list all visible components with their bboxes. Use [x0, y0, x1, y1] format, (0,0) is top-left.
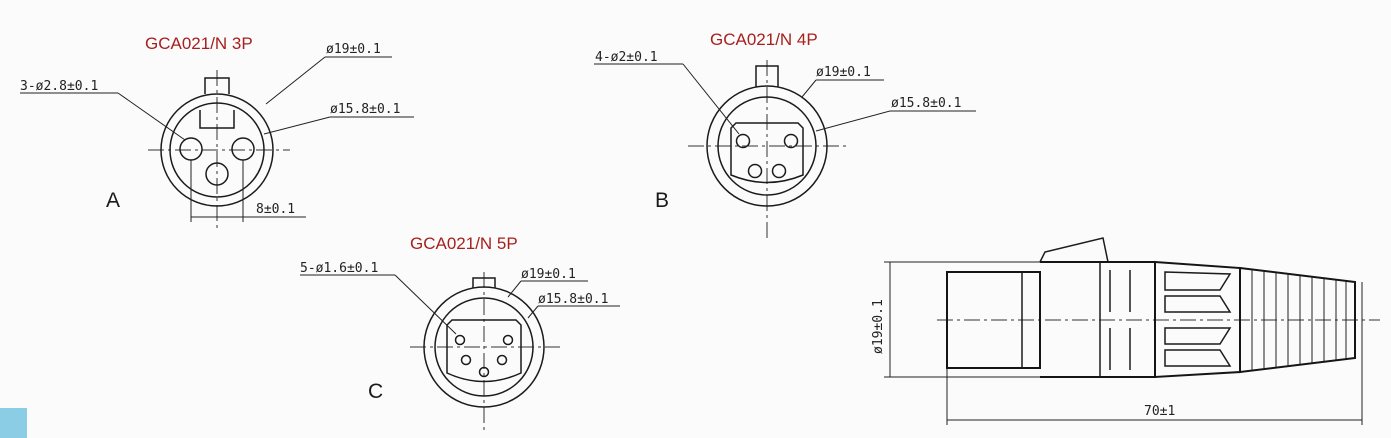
view-a-inner-leader	[263, 116, 331, 135]
view-b-inner-leader	[815, 110, 891, 132]
side-view-latch	[1039, 237, 1109, 263]
side-view-flute-4	[1164, 349, 1232, 367]
side-view-length-dim: 70±1	[1144, 404, 1175, 419]
side-view-ribs	[1251, 270, 1347, 370]
view-a-pins-leader	[117, 92, 186, 141]
view-c-5p: GCA021/N 5P C 5-ø1.6±0.1 ø19±0.1 ø15.8±0…	[300, 234, 620, 432]
view-b-latch-tab	[755, 65, 779, 87]
view-c-pins-leader	[394, 274, 457, 335]
view-c-outer-leader	[507, 280, 522, 298]
view-c-pin-4	[496, 354, 508, 366]
view-b-pin-4	[771, 163, 787, 179]
view-c-insert-outline	[446, 319, 522, 383]
side-view-flute-3	[1164, 327, 1232, 345]
view-c-latch-tab	[472, 277, 496, 288]
view-a-pin-2	[231, 137, 255, 161]
view-b-pin-3	[747, 163, 763, 179]
side-view-flute-1	[1164, 271, 1232, 291]
view-a-outer-circle	[160, 93, 274, 207]
view-c-outer-dim: ø19±0.1	[521, 267, 576, 282]
view-b-letter: B	[655, 189, 669, 212]
corner-marker	[0, 408, 27, 438]
view-a-pin-1	[179, 137, 203, 161]
view-c-pin-2	[502, 334, 514, 346]
side-view: ø19±0.1	[871, 237, 1380, 425]
view-c-pin-5	[478, 366, 490, 378]
view-a-outer-leader	[265, 56, 326, 105]
view-c-pin-3	[460, 354, 472, 366]
view-b-title: GCA021/N 4P	[710, 30, 818, 49]
side-view-strain-relief	[1239, 266, 1356, 374]
view-c-pins-dim: 5-ø1.6±0.1	[300, 261, 378, 276]
view-b-pin-2	[783, 133, 799, 149]
view-a-3p: GCA021/N 3P A 3-ø2.8±0.1 ø19±0.1 ø15.8±0…	[20, 34, 414, 232]
view-c-outer-circle	[423, 286, 545, 408]
view-a-inner-dim: ø15.8±0.1	[330, 102, 400, 117]
side-view-flute-2	[1164, 295, 1232, 313]
view-b-outer-leader	[801, 79, 817, 98]
view-a-latch-tab	[204, 77, 230, 94]
view-a-title: GCA021/N 3P	[145, 34, 253, 53]
side-view-front-shell	[946, 271, 1041, 369]
view-b-inner-circle	[717, 96, 817, 196]
view-b-outer-circle	[706, 85, 828, 207]
view-c-inner-circle	[434, 297, 534, 397]
side-view-diameter-dim: ø19±0.1	[871, 299, 886, 354]
view-a-pin-3	[205, 162, 229, 186]
view-b-pin-1	[735, 133, 751, 149]
view-a-pins-dim: 3-ø2.8±0.1	[20, 79, 98, 94]
view-c-inner-leader	[527, 305, 539, 319]
view-c-inner-dim: ø15.8±0.1	[538, 292, 608, 307]
view-c-pin-1	[454, 334, 466, 346]
view-a-spacing-dim: 8±0.1	[256, 202, 295, 217]
view-c-title: GCA021/N 5P	[410, 234, 518, 253]
view-c-letter: C	[368, 380, 383, 403]
view-b-4p: GCA021/N 4P B 4-ø2±0.1 ø19±0.1 ø15.8±0.1	[594, 30, 976, 238]
view-a-letter: A	[106, 189, 120, 212]
view-b-inner-dim: ø15.8±0.1	[891, 96, 961, 111]
view-a-outer-dim: ø19±0.1	[326, 42, 381, 57]
view-a-key-notch	[199, 110, 235, 129]
view-a-inner-circle	[169, 102, 265, 198]
view-b-pins-dim: 4-ø2±0.1	[595, 50, 658, 65]
view-b-pins-leader	[682, 63, 740, 135]
view-b-insert-outline	[730, 122, 804, 184]
view-b-outer-dim: ø19±0.1	[816, 65, 871, 80]
